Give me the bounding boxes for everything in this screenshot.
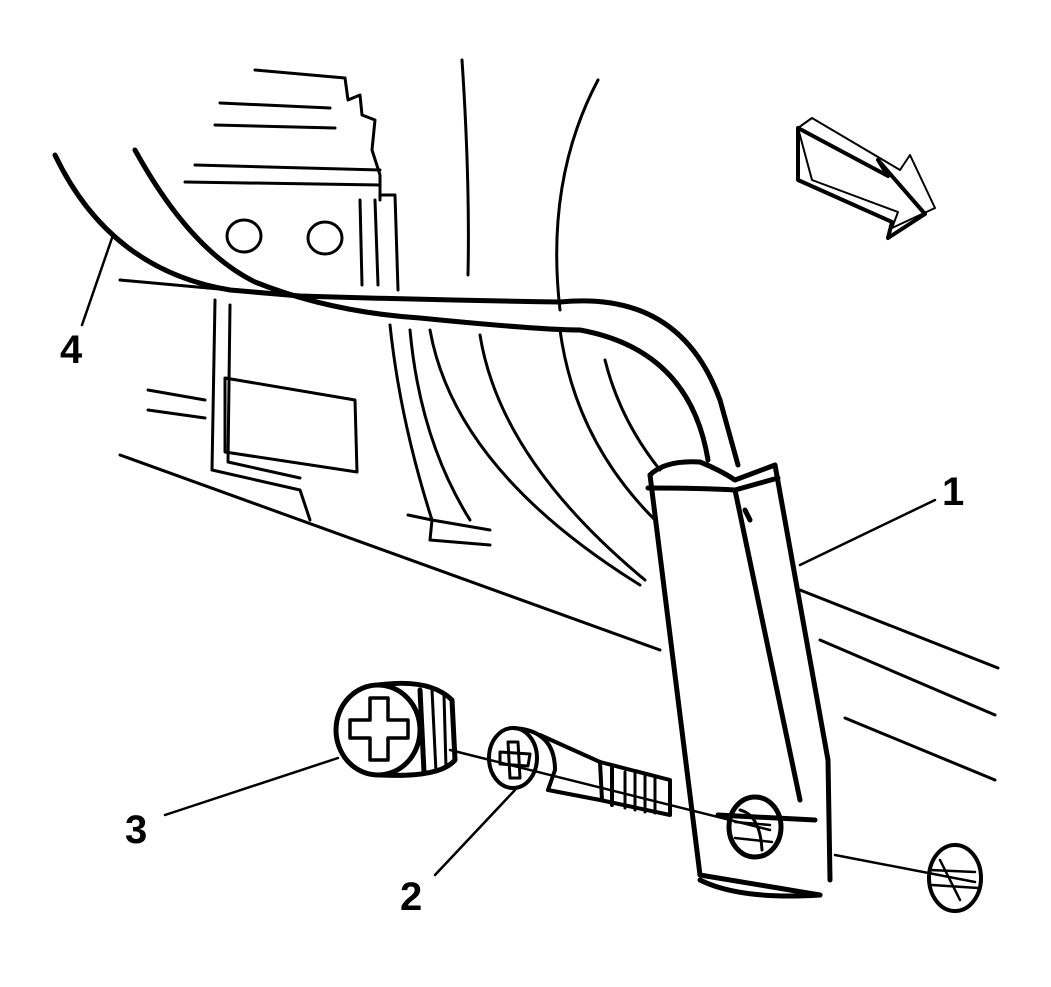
bracket	[645, 459, 833, 899]
cable	[52, 147, 741, 468]
backing-clip	[833, 843, 983, 913]
front-arrow	[796, 117, 936, 240]
leader-4	[80, 236, 114, 327]
body-structure	[118, 58, 1000, 782]
callout-1: 1	[942, 470, 965, 514]
callout-3: 3	[125, 808, 148, 852]
retainer-bolt	[448, 726, 772, 832]
cap	[333, 680, 458, 778]
callout-4: 4	[60, 328, 83, 372]
leader-1	[798, 498, 937, 567]
leader-3	[163, 756, 340, 817]
callout-2: 2	[400, 875, 423, 919]
leader-2	[433, 788, 517, 877]
leader-lines	[80, 236, 937, 877]
